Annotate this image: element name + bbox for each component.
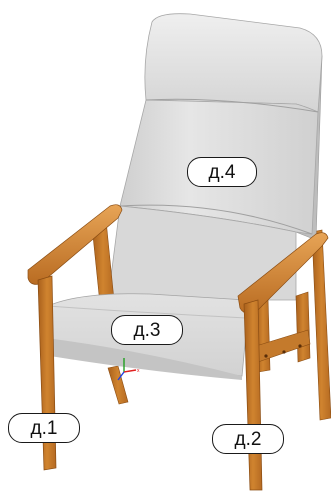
callout-back: д.4 — [187, 157, 257, 187]
callout-leg-front-right: д.2 — [212, 424, 284, 454]
callout-leg-front-left: д.1 — [8, 413, 80, 443]
callout-seat: д.3 — [111, 315, 183, 345]
